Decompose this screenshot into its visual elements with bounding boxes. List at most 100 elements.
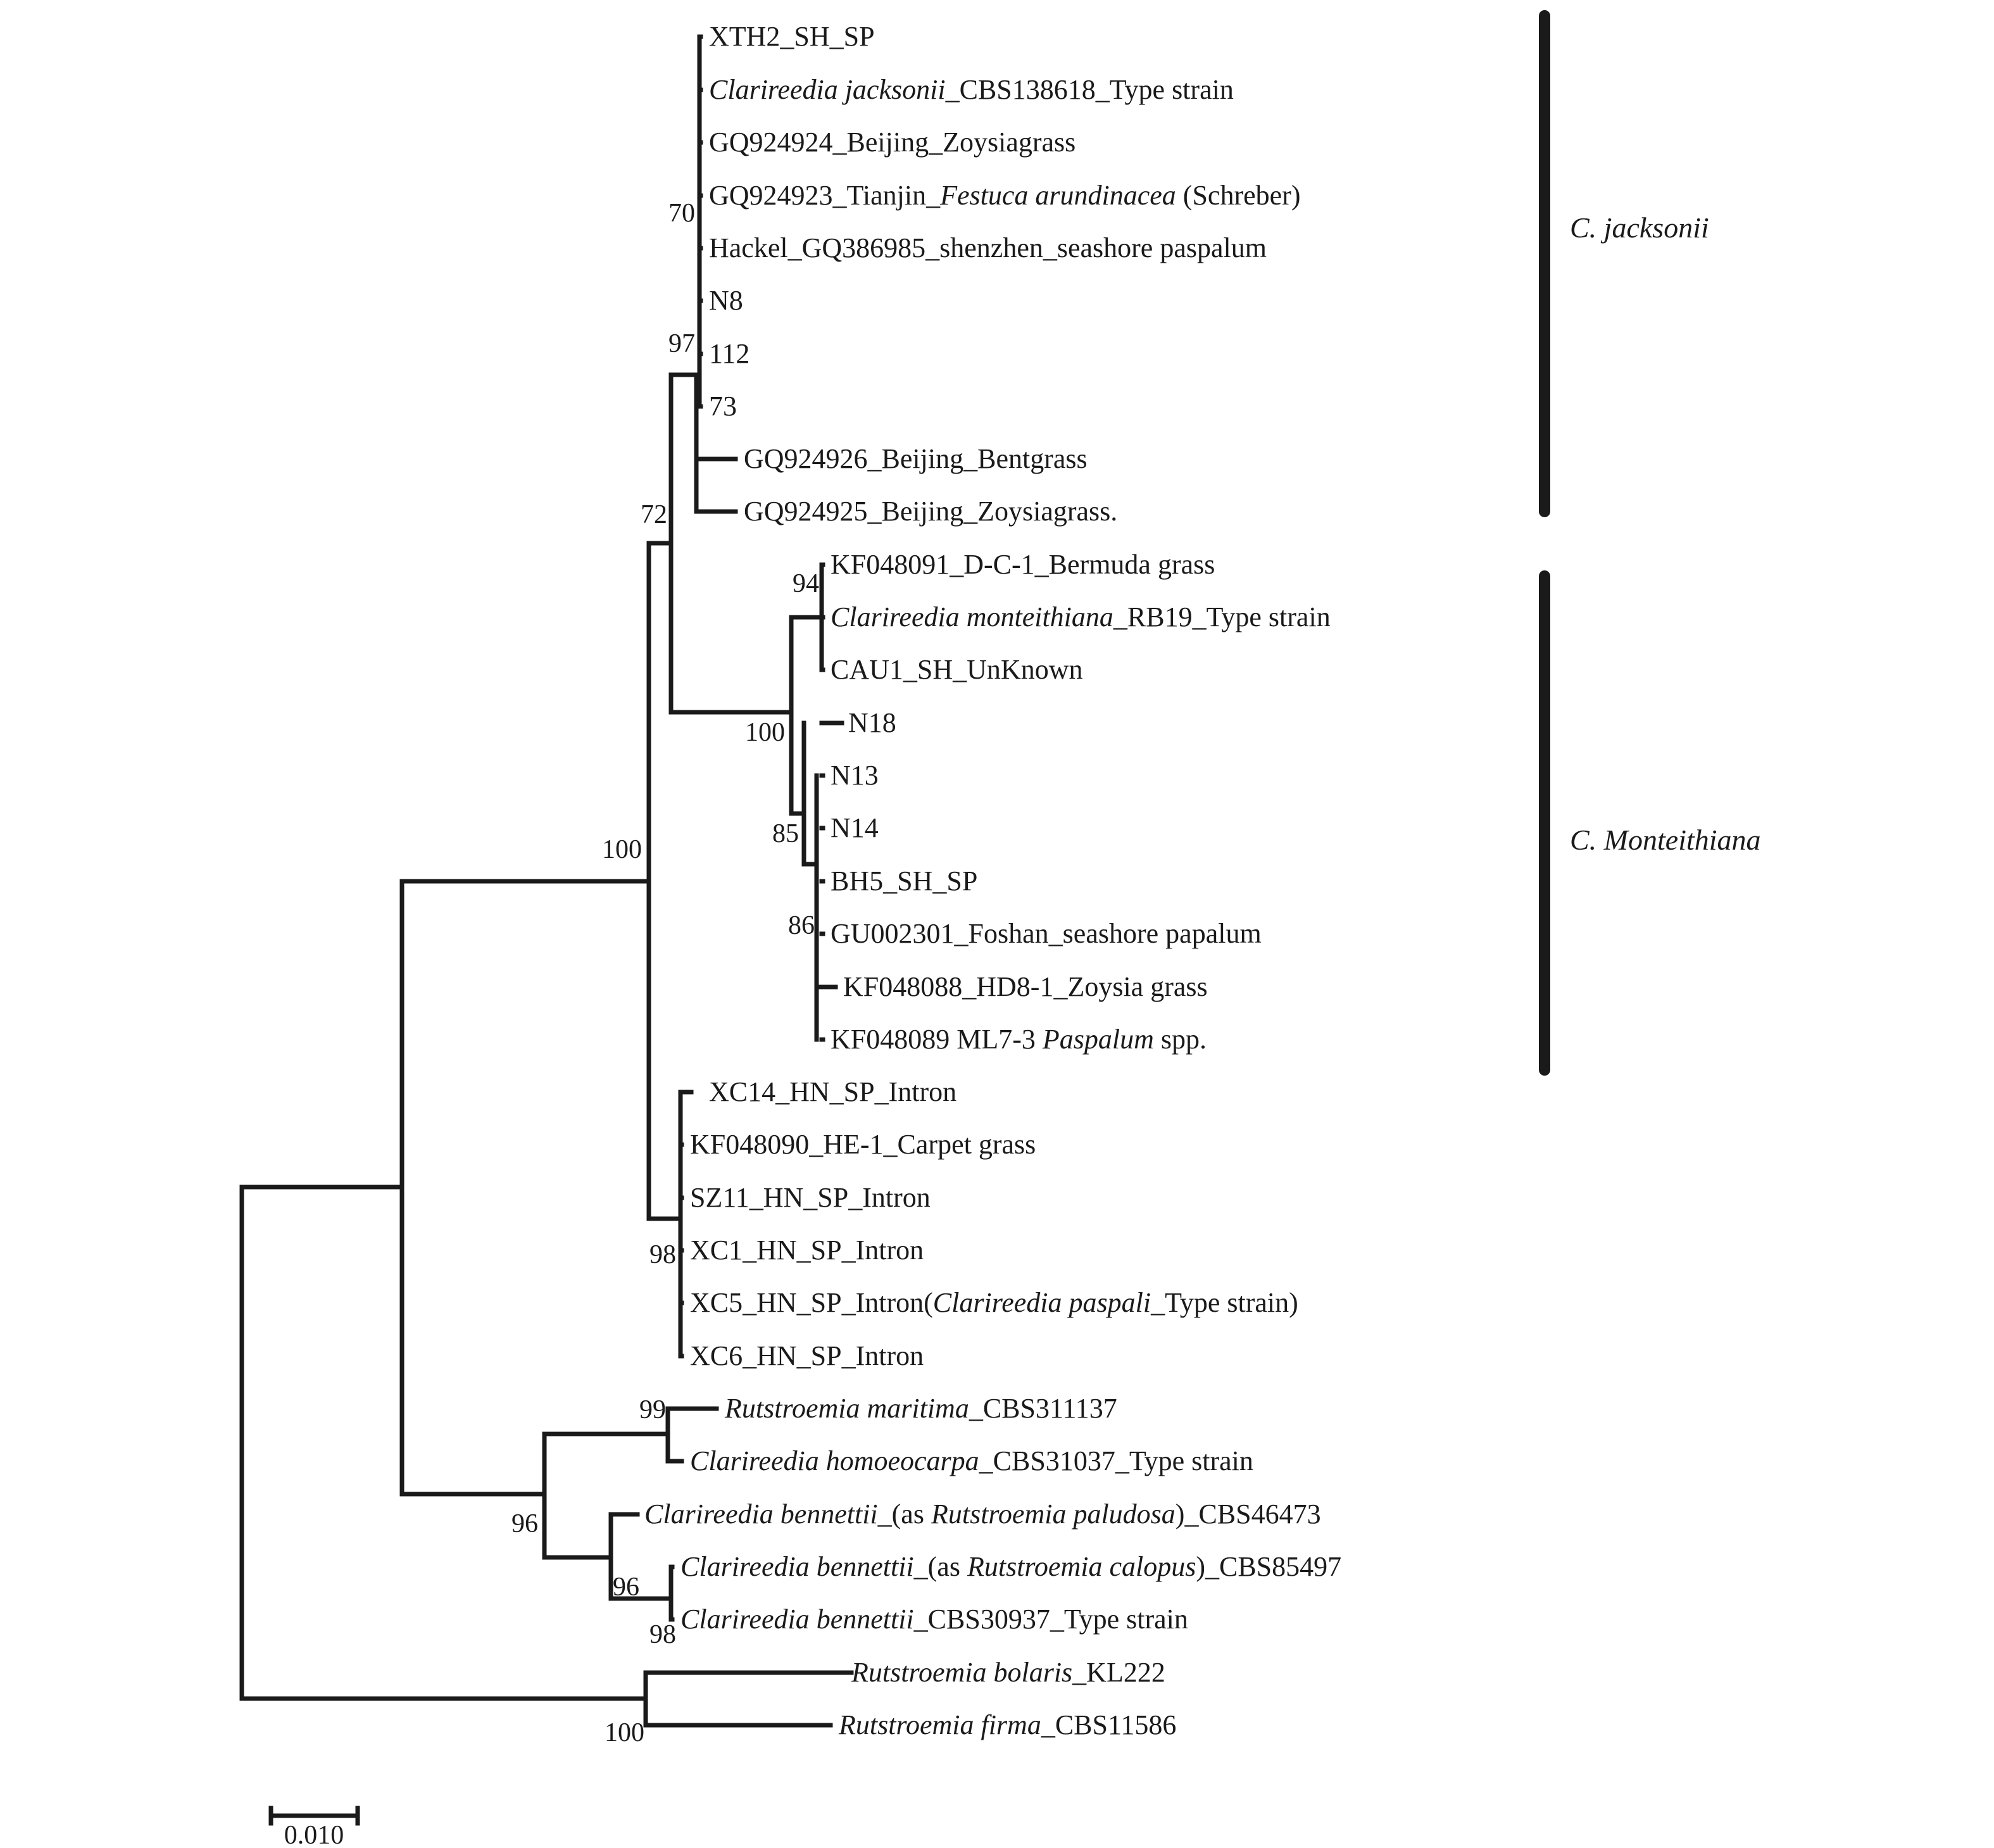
taxon-label-sz11: SZ11_HN_SP_Intron [690, 1182, 931, 1213]
taxon-label-xth2: XTH2_SH_SP [709, 21, 875, 52]
taxon-label-segment: 112 [709, 338, 749, 369]
taxon-label-segment: KF048088_HD8-1_Zoysia grass [843, 971, 1208, 1002]
taxon-label-segment: Festuca arundinacea [939, 180, 1176, 211]
taxon-label-segment: Clarireedia bennettii [644, 1499, 878, 1530]
taxon-label-segment: GQ924924_Beijing_Zoysiagrass [709, 127, 1075, 158]
taxon-label-segment: Clarireedia bennettii [680, 1604, 914, 1635]
taxon-label-cben_pal: Clarireedia bennettii_(as Rutstroemia pa… [644, 1499, 1321, 1530]
bootstrap-bs_mont_bottom: 85 [772, 819, 799, 848]
taxon-label-segment: XC14_HN_SP_Intron [709, 1076, 956, 1107]
taxon-label-segment: GQ924925_Beijing_Zoysiagrass. [744, 496, 1117, 527]
bootstrap-bs_mont_top: 94 [793, 569, 819, 598]
taxon-label-rbol: Rutstroemia bolaris_KL222 [851, 1657, 1165, 1688]
taxon-label-segment: GU002301_Foshan_seashore papalum [831, 918, 1262, 949]
taxon-label-t112: 112 [709, 338, 749, 369]
taxon-label-segment: _CBS311137 [969, 1393, 1117, 1424]
bootstrap-bs_ingroup: 100 [602, 835, 642, 864]
bootstrap-values: 70 97 72 94 100 85 86 100 98 99 96 96 98 100 [511, 199, 819, 1747]
bootstrap-bs_jack_core: 70 [668, 199, 695, 228]
taxon-label-xc14: XC14_HN_SP_Intron [709, 1076, 956, 1107]
bootstrap-bs_mont: 100 [745, 718, 785, 747]
taxon-label-n14: N14 [831, 812, 879, 843]
taxon-label-segment: _CBS138618_Type strain [945, 74, 1234, 105]
taxon-label-gq924923: GQ924923_Tianjin_Festuca arundinacea (Sc… [709, 180, 1300, 211]
taxon-label-segment: N14 [831, 812, 879, 843]
taxon-label-segment: Rutstroemia maritima [724, 1393, 969, 1424]
taxon-label-segment: Clarireedia jacksonii [709, 74, 946, 105]
taxon-label-kf048089: KF048089 ML7-3 Paspalum spp. [831, 1024, 1207, 1055]
taxon-label-segment: )_CBS46473 [1176, 1499, 1321, 1530]
taxon-label-xc5: XC5_HN_SP_Intron(Clarireedia paspali_Typ… [690, 1287, 1298, 1318]
taxon-label-segment: Rutstroemia paludosa [931, 1499, 1176, 1530]
taxon-label-segment: CAU1_SH_UnKnown [831, 654, 1082, 685]
taxon-label-segment: Clarireedia homoeocarpa [690, 1445, 979, 1476]
taxon-label-cben_type: Clarireedia bennettii_CBS30937_Type stra… [680, 1604, 1188, 1635]
taxon-label-cmont_type: Clarireedia monteithiana_RB19_Type strai… [831, 601, 1331, 632]
bootstrap-bs_mont_core: 86 [788, 911, 815, 940]
taxon-label-cben_cal: Clarireedia bennettii_(as Rutstroemia ca… [680, 1551, 1341, 1582]
taxon-label-segment: _CBS11586 [1041, 1709, 1177, 1740]
taxon-label-segment: GQ924923_Tianjin_ [709, 180, 941, 211]
taxon-label-segment: (Schreber) [1176, 180, 1301, 211]
scale-bar: 0.010 [268, 1806, 360, 1848]
bootstrap-bs_paspali: 98 [649, 1240, 676, 1269]
taxon-label-rfir: Rutstroemia firma_CBS11586 [838, 1709, 1176, 1740]
taxon-label-segment: )_CBS85497 [1196, 1551, 1341, 1582]
taxon-label-cjack_type: Clarireedia jacksonii_CBS138618_Type str… [709, 74, 1234, 105]
taxon-label-segment: KF048089 ML7-3 [831, 1024, 1043, 1055]
bootstrap-bs_rutstroemia: 100 [605, 1718, 644, 1747]
taxon-label-segment: Rutstroemia calopus [967, 1551, 1196, 1582]
clade-annotations: C. jacksonii C. Monteithiana [1539, 10, 1761, 1076]
taxon-label-segment: N18 [848, 707, 896, 738]
bootstrap-bs_jack_mont: 72 [641, 500, 667, 529]
taxon-label-hackel: Hackel_GQ386985_shenzhen_seashore paspal… [709, 232, 1267, 263]
taxon-label-bh5: BH5_SH_SP [831, 865, 977, 896]
bootstrap-bs_bennettii: 96 [613, 1573, 639, 1602]
taxon-label-segment: _(as [913, 1551, 967, 1582]
taxon-label-segment: Paspalum [1042, 1024, 1154, 1055]
tree-branches [239, 34, 854, 1728]
bootstrap-bs_ben_pair: 98 [649, 1620, 676, 1649]
taxon-label-kf048091: KF048091_D-C-1_Bermuda grass [831, 549, 1215, 580]
taxon-label-xc1: XC1_HN_SP_Intron [690, 1235, 924, 1266]
taxon-label-segment: Clarireedia paspali [933, 1287, 1151, 1318]
taxon-label-kf048090: KF048090_HE-1_Carpet grass [690, 1129, 1036, 1160]
taxon-label-segment: Rutstroemia bolaris [851, 1657, 1072, 1688]
scale-bar-value: 0.010 [284, 1821, 344, 1848]
taxon-label-segment: KF048090_HE-1_Carpet grass [690, 1129, 1036, 1160]
taxon-label-segment: _CBS30937_Type strain [913, 1604, 1188, 1635]
taxon-label-segment: KF048091_D-C-1_Bermuda grass [831, 549, 1215, 580]
clade-label-monteithiana: C. Monteithiana [1570, 824, 1761, 856]
taxon-label-segment: Clarireedia monteithiana [831, 601, 1113, 632]
bootstrap-bs_mar_hom: 99 [639, 1395, 666, 1424]
taxon-label-segment: XTH2_SH_SP [709, 21, 875, 52]
taxon-label-segment: Clarireedia bennettii [680, 1551, 914, 1582]
taxon-label-cau1: CAU1_SH_UnKnown [831, 654, 1082, 685]
taxon-label-rmar: Rutstroemia maritima_CBS311137 [724, 1393, 1117, 1424]
taxon-label-gq924925: GQ924925_Beijing_Zoysiagrass. [744, 496, 1117, 527]
taxon-label-segment: _CBS31037_Type strain [979, 1445, 1253, 1476]
taxon-label-gq924926: GQ924926_Beijing_Bentgrass [744, 443, 1088, 474]
taxon-label-segment: _Type strain) [1150, 1287, 1298, 1318]
taxon-label-segment: BH5_SH_SP [831, 865, 977, 896]
taxon-label-segment: _KL222 [1072, 1657, 1165, 1688]
taxon-label-segment: XC5_HN_SP_Intron( [690, 1287, 933, 1318]
taxon-label-chom: Clarireedia homoeocarpa_CBS31037_Type st… [690, 1445, 1253, 1476]
taxon-label-n18: N18 [848, 707, 896, 738]
bootstrap-bs_jack: 97 [668, 329, 695, 358]
taxon-label-segment: GQ924926_Beijing_Bentgrass [744, 443, 1088, 474]
taxon-label-gq924924: GQ924924_Beijing_Zoysiagrass [709, 127, 1075, 158]
taxon-label-segment: XC1_HN_SP_Intron [690, 1235, 924, 1266]
taxon-label-gu002301: GU002301_Foshan_seashore papalum [831, 918, 1262, 949]
taxon-label-segment: XC6_HN_SP_Intron [690, 1340, 924, 1371]
taxon-labels: XTH2_SH_SP Clarireedia jacksonii_CBS13861… [644, 21, 1341, 1740]
clade-label-jacksonii: C. jacksonii [1570, 211, 1709, 244]
taxon-label-segment: N8 [709, 285, 743, 316]
taxon-label-segment: _(as [877, 1499, 931, 1530]
taxon-label-n8: N8 [709, 285, 743, 316]
taxon-label-segment: _RB19_Type strain [1113, 601, 1331, 632]
taxon-label-segment: 73 [709, 391, 737, 422]
taxon-label-xc6: XC6_HN_SP_Intron [690, 1340, 924, 1371]
bootstrap-bs_outgroup_a: 96 [511, 1509, 538, 1538]
